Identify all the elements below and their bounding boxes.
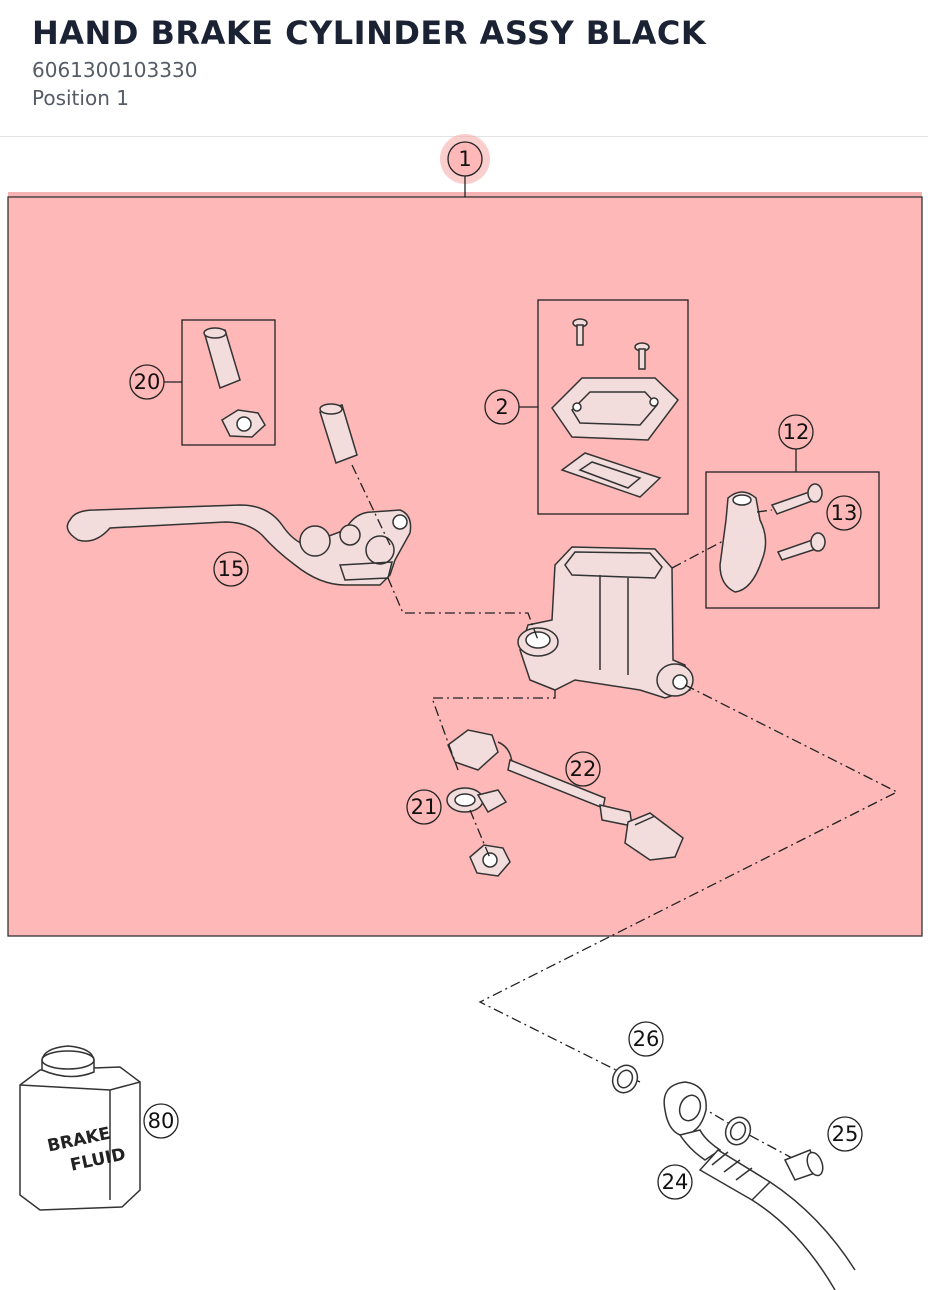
callout-24-label: 24 [662, 1170, 689, 1194]
brake-lever[interactable] [66, 504, 412, 586]
callout-21[interactable]: 21 [406, 789, 442, 825]
callout-21-label: 21 [411, 795, 438, 819]
box-12 [705, 471, 880, 609]
callout-20[interactable]: 20 [129, 364, 182, 400]
callout-80[interactable]: 80 [143, 1103, 179, 1139]
callout-13[interactable]: 13 [826, 495, 862, 531]
switch-washer-parts[interactable] [446, 787, 508, 814]
reservoir-cover-group [537, 299, 689, 515]
cover-screw-1[interactable] [572, 318, 588, 346]
callout-80-label: 80 [148, 1109, 175, 1133]
highlight-region-1[interactable] [7, 196, 923, 937]
callout-2-label: 2 [495, 395, 508, 419]
callout-12-label: 12 [783, 420, 810, 444]
brake-hose-24[interactable] [663, 1081, 856, 1290]
callout-1-label: 1 [458, 147, 471, 171]
banjo-bolt-25[interactable] [783, 1149, 826, 1181]
cover-screw-2[interactable] [634, 342, 650, 370]
master-cylinder-body[interactable] [517, 546, 694, 699]
callout-22[interactable]: 22 [565, 751, 601, 787]
clamp-group [705, 471, 880, 609]
sleeve-and-nut-group [181, 319, 276, 446]
part-number: 6061300103330 [32, 58, 198, 82]
callout-15[interactable]: 15 [213, 551, 249, 587]
copper-washer-25a[interactable] [721, 1113, 755, 1149]
callout-22-label: 22 [570, 757, 597, 781]
sleeve-loose-top [319, 403, 343, 415]
copper-washer-26[interactable] [608, 1061, 642, 1097]
callout-25[interactable]: 25 [827, 1116, 863, 1152]
sleeve-top [203, 327, 227, 339]
brake-light-switch[interactable] [447, 729, 684, 861]
position-label: Position 1 [32, 86, 129, 110]
page-title: HAND BRAKE CYLINDER ASSY BLACK [32, 14, 707, 52]
diaphragm[interactable] [560, 452, 662, 498]
handlebar-clamp[interactable] [719, 491, 767, 593]
callout-12[interactable]: 12 [778, 414, 814, 472]
callout-1[interactable]: 1 [440, 134, 490, 197]
hex-nut-21[interactable] [469, 844, 511, 877]
callout-20-label: 20 [134, 370, 161, 394]
brake-fluid-can[interactable]: BRAKE FLUID [19, 1045, 141, 1211]
hex-nut-hole [236, 416, 252, 432]
callout-26[interactable]: 26 [628, 1021, 664, 1057]
callout-2[interactable]: 2 [484, 389, 538, 425]
callout-24[interactable]: 24 [657, 1164, 693, 1200]
callout-13-label: 13 [831, 501, 858, 525]
page-header: HAND BRAKE CYLINDER ASSY BLACK 606130010… [0, 0, 928, 137]
callout-26-label: 26 [633, 1027, 660, 1051]
callout-25-label: 25 [832, 1122, 859, 1146]
callout-15-label: 15 [218, 557, 245, 581]
